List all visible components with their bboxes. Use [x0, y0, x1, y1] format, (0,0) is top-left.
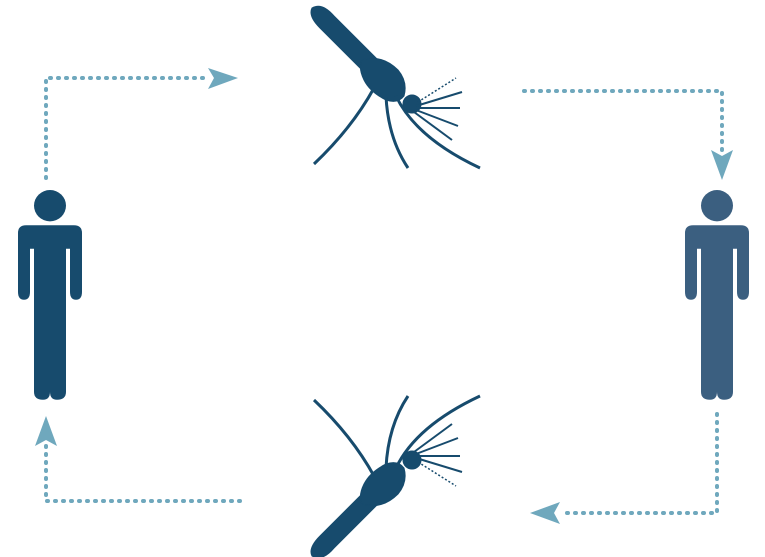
arrow-mosquito-to-human-left: [35, 416, 240, 501]
arrow-human-to-mosquito-bottom: [530, 414, 717, 524]
person-icon: [685, 190, 749, 400]
person-icon: [18, 190, 82, 400]
mosquito-icon: [311, 6, 480, 168]
arrow-human-to-mosquito: [46, 68, 238, 178]
mosquito-icon: [311, 396, 480, 557]
arrow-mosquito-to-human: [524, 91, 733, 180]
